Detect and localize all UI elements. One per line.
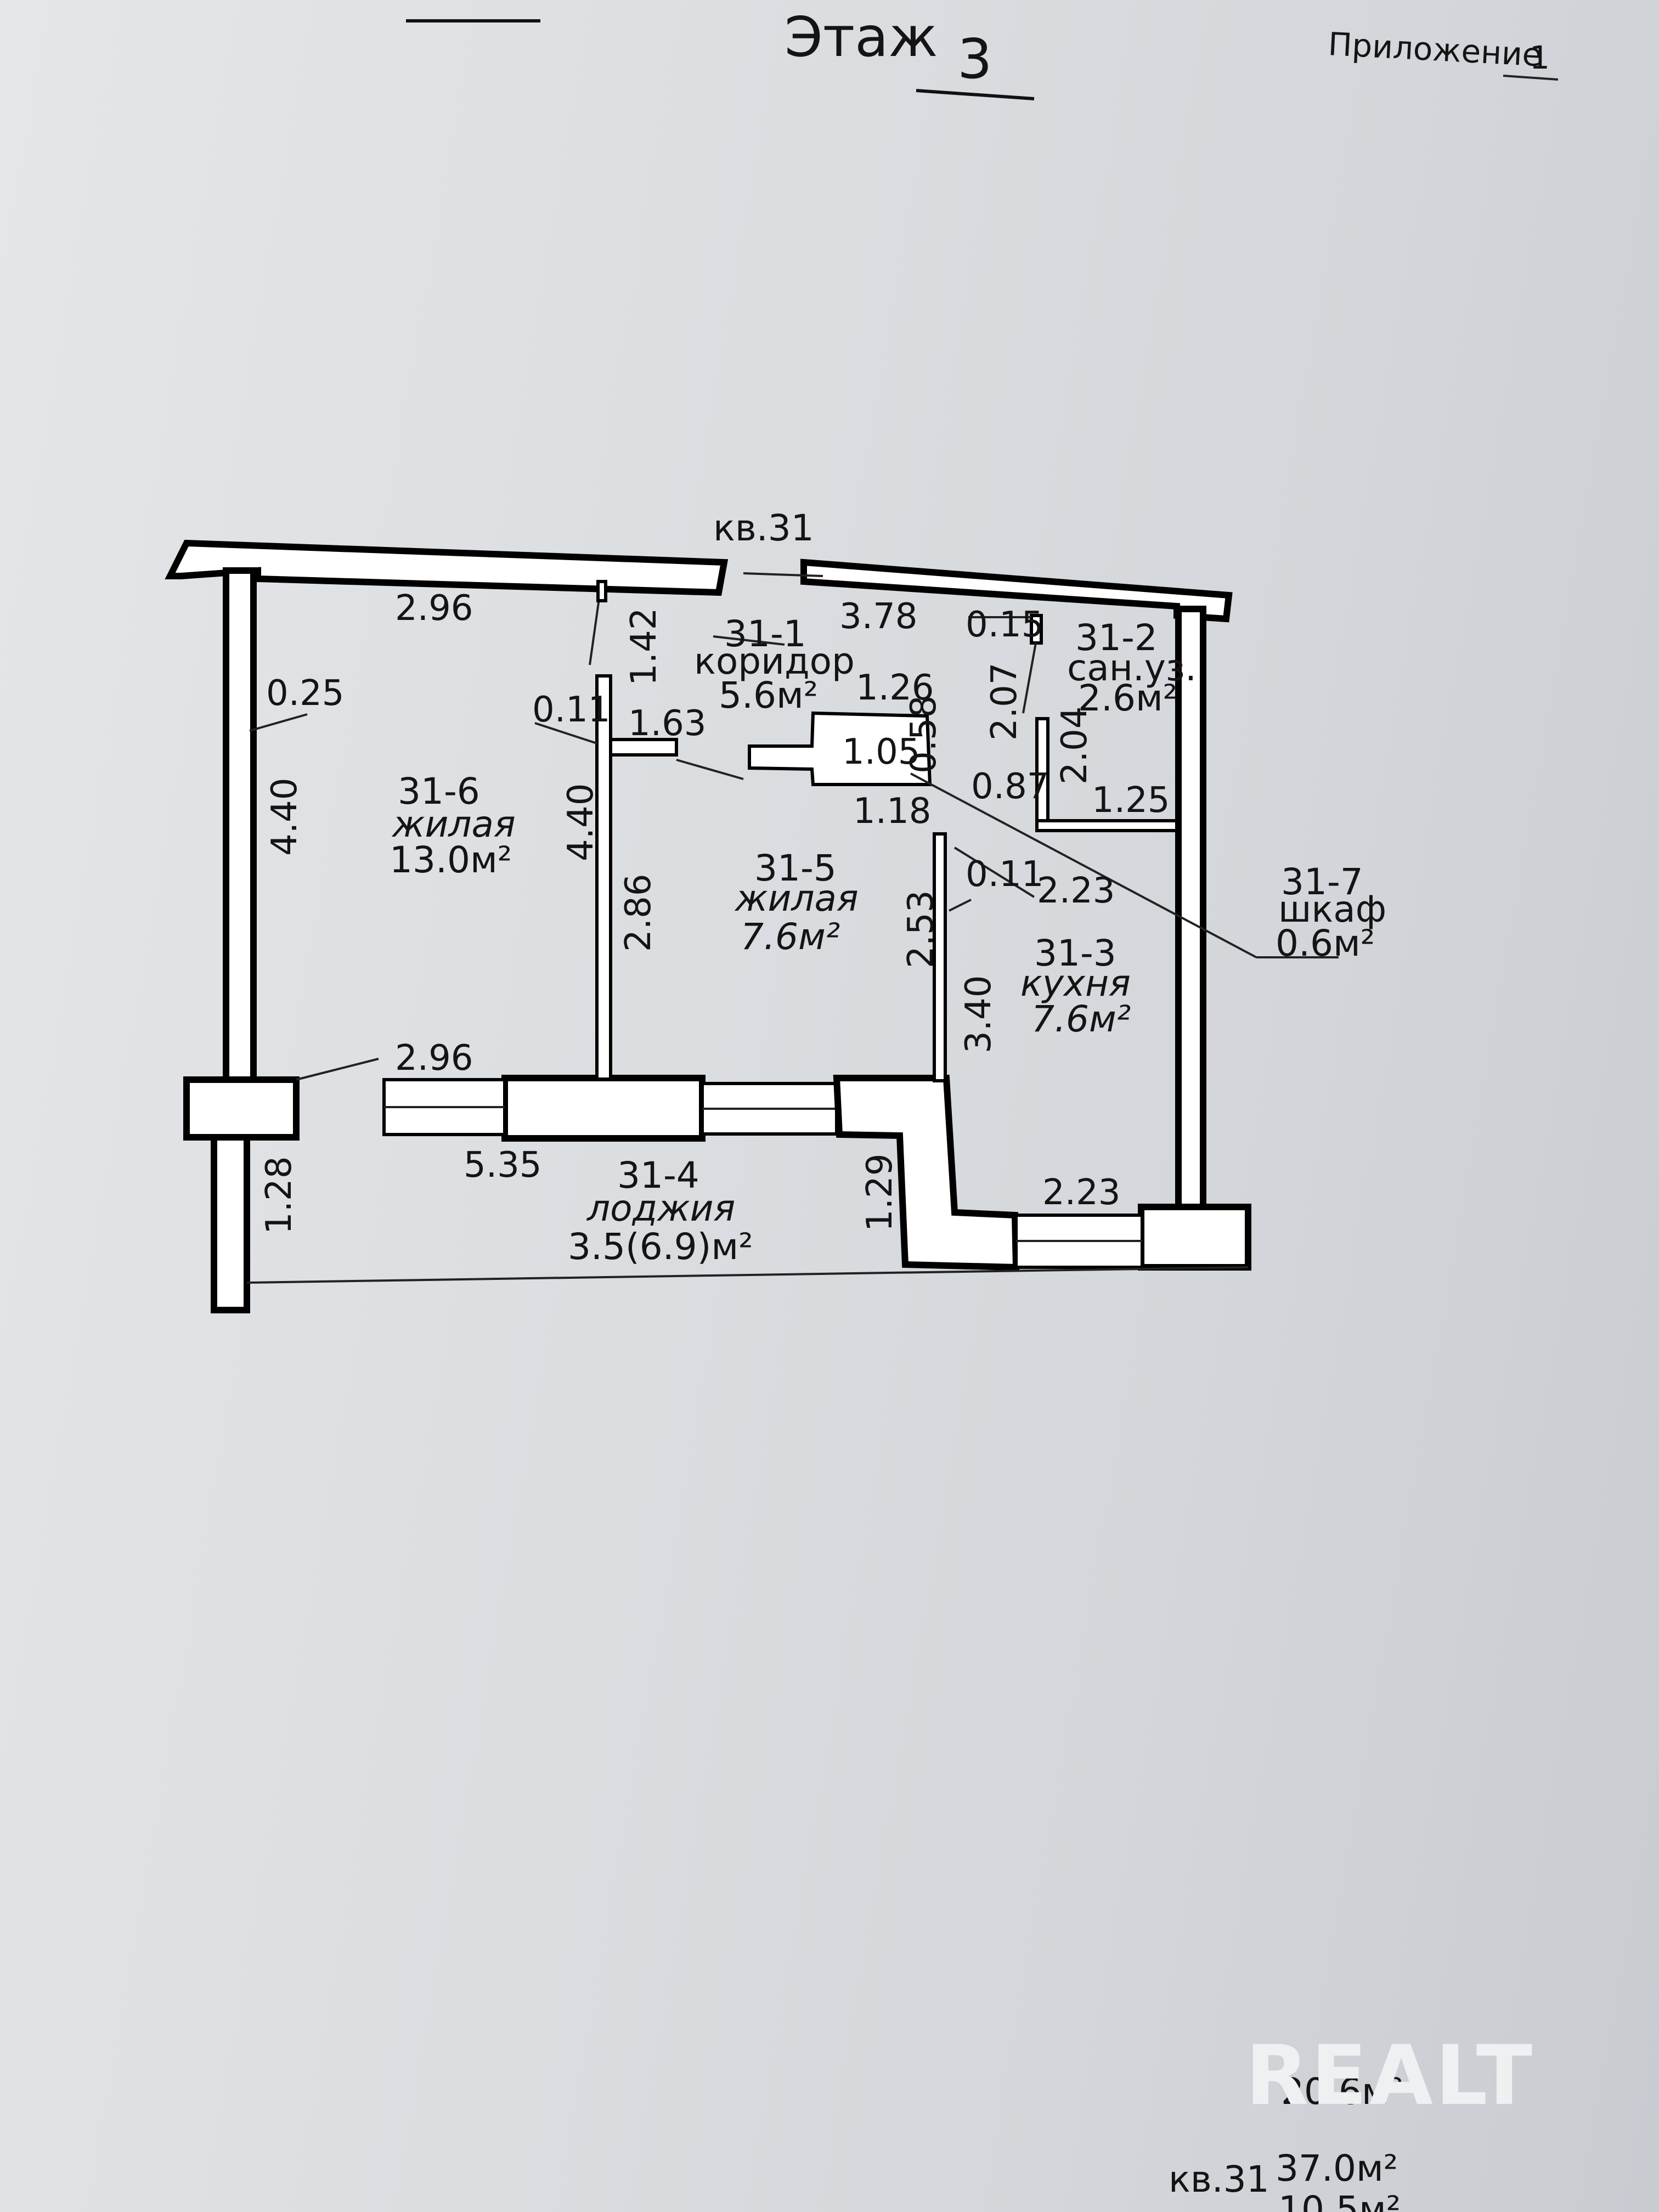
room-31-2-area: 2.6м² [1078,677,1177,719]
room-31-3-id: 31-3 [1034,932,1116,974]
appendix-number: 1 [1530,39,1550,76]
dim-room5-height: 2.86 [618,874,659,952]
dim-corridor-163: 1.63 [628,703,707,744]
dim-loggia-left: 1.28 [259,1156,300,1235]
floor-underline [916,89,1035,100]
bathroom-bottom [1035,819,1178,832]
realt-watermark-logo: REALT [1245,2028,1534,2124]
left-pier [183,1076,300,1141]
room-31-7-id: 31-7 [1281,861,1363,903]
dim-closet-087: 0.87 [971,766,1049,807]
dim-partition-011-b: 0.11 [966,854,1044,895]
dim-kitchen-height: 3.40 [958,975,999,1054]
room-31-1-id: 31-1 [724,613,806,655]
room-31-6-area: 13.0м² [390,839,512,881]
loggia-edge [246,1266,1249,1284]
appendix-label: Приложение [1327,25,1543,74]
dim-left-wall: 0.25 [266,673,345,714]
footer-apartment: кв.31 [1169,2158,1269,2200]
room-31-1-name: коридор [694,640,855,682]
room-31-2-name: сан.уз. [1067,647,1197,689]
dim-partition-height: 4.40 [561,783,601,862]
dim-bath-125: 1.25 [1092,780,1170,821]
room-31-5-id: 31-5 [754,847,837,889]
room-31-4-id: 31-4 [617,1154,699,1197]
dim-niche-058: 0.58 [904,696,944,774]
room-31-7-area: 0.6м² [1276,922,1375,964]
room-31-5-area: 7.6м² [741,916,840,958]
room-31-4-area: 3.5(6.9)м² [568,1226,753,1268]
dim-niche-105: 1.05 [842,732,921,772]
footer-living-area: 20.6м² [1281,2070,1403,2113]
dim-wall-015: 0.15 [966,605,1044,645]
dim-niche-126: 1.26 [856,668,934,708]
dim-corridor-width: 3.78 [839,596,918,637]
dim-top-left: 2.96 [395,588,473,629]
top-left-wall [165,539,729,596]
room-31-4-name: лоджия [586,1187,735,1229]
right-pier [1138,1204,1251,1271]
room-31-7-name: шкаф [1278,888,1386,930]
apartment-label: кв.31 [713,507,814,549]
dim-bottom-left: 2.96 [395,1038,473,1079]
closet-leader [910,772,1257,958]
dim-bath-204: 2.04 [1054,707,1095,785]
room-31-5-name: жилая [734,877,859,919]
left-wall [223,567,257,1087]
room-31-6-name: жилая [391,803,516,845]
dim-corridor-depth: 1.42 [624,608,664,686]
room-31-1-area: 5.6м² [719,674,818,716]
loggia-left-wall [211,1134,250,1313]
partition-left [595,674,612,1081]
room-31-6-id: 31-6 [398,770,480,812]
room-31-2-id: 31-2 [1075,617,1158,659]
dim-loggia-width: 5.35 [464,1145,542,1186]
dim-kitchen-bottom: 2.23 [1042,1172,1121,1213]
dim-partition-011-a: 0.11 [532,690,611,730]
footer-total-area: 37.0м² [1276,2147,1398,2190]
floor-label: Этаж [785,5,938,69]
dim-kitchen-top: 2.23 [1037,871,1115,911]
central-pier [501,1075,706,1142]
floor-number: 3 [957,27,992,91]
dim-left-height: 4.40 [264,778,305,856]
partition-stub [609,738,678,757]
footer-cut-value: 10.5м² [1278,2188,1401,2212]
room-31-3-name: кухня [1020,962,1131,1005]
appendix-underline [1503,75,1559,81]
partition-kitchen [933,832,947,1082]
dim-loggia-129: 1.29 [860,1154,900,1232]
right-wall [1175,606,1206,1213]
dim-niche-118: 1.18 [853,791,932,832]
room-31-3-area: 7.6м² [1031,998,1131,1040]
dim-kitchen-253: 2.53 [901,890,941,969]
dim-bath-207: 2.07 [984,663,1025,741]
